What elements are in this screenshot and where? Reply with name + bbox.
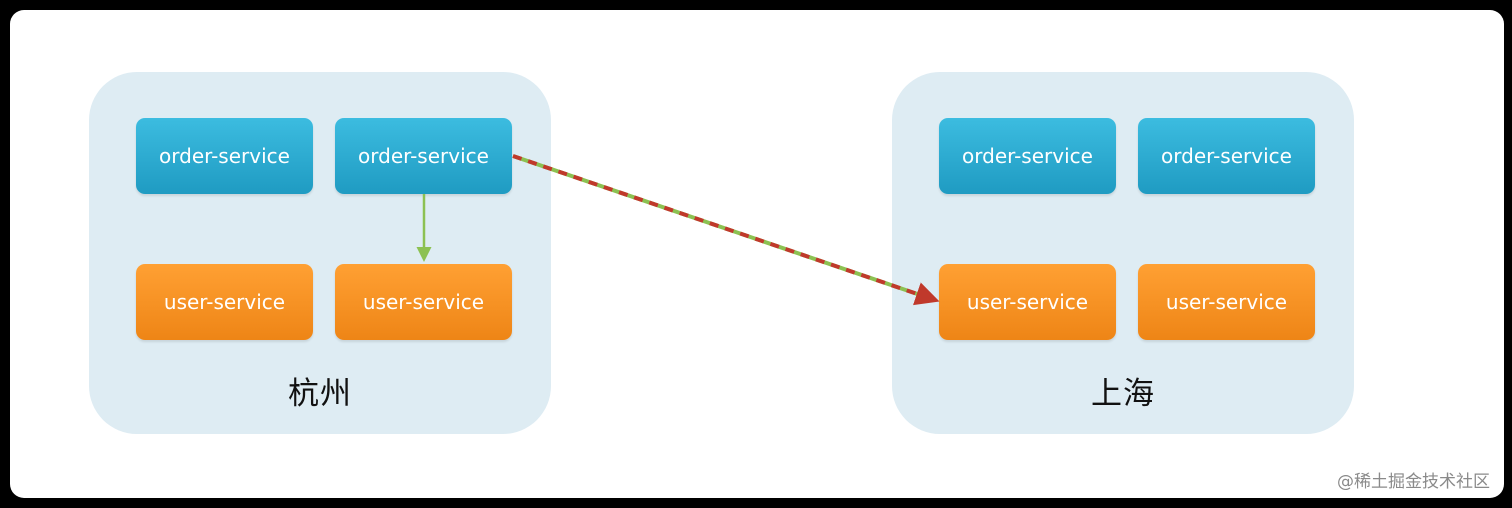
hangzhou-order-service-2[interactable]: order-service [335,118,512,194]
region-shanghai: order-service order-service user-service… [892,72,1354,434]
shanghai-user-service-2[interactable]: user-service [1138,264,1315,340]
service-label: user-service [362,290,485,314]
diagram-canvas: order-service order-service user-service… [10,10,1504,498]
shanghai-order-service-2[interactable]: order-service [1138,118,1315,194]
service-label: user-service [163,290,286,314]
service-label: order-service [358,144,489,168]
watermark: @稀土掘金技术社区 [1337,472,1490,492]
service-label: order-service [1161,144,1292,168]
region-hangzhou: order-service order-service user-service… [89,72,551,434]
hangzhou-user-service-2[interactable]: user-service [335,264,512,340]
arrow-hangzhou-order-to-shanghai-user [512,154,940,306]
hangzhou-user-service-1[interactable]: user-service [136,264,313,340]
service-label: order-service [159,144,290,168]
shanghai-user-service-1[interactable]: user-service [939,264,1116,340]
service-label: user-service [966,290,1089,314]
region-label-hangzhou: 杭州 [288,376,352,412]
shanghai-order-service-1[interactable]: order-service [939,118,1116,194]
region-label-shanghai: 上海 [1091,376,1155,412]
hangzhou-order-service-1[interactable]: order-service [136,118,313,194]
service-label: order-service [962,144,1093,168]
service-label: user-service [1165,290,1288,314]
